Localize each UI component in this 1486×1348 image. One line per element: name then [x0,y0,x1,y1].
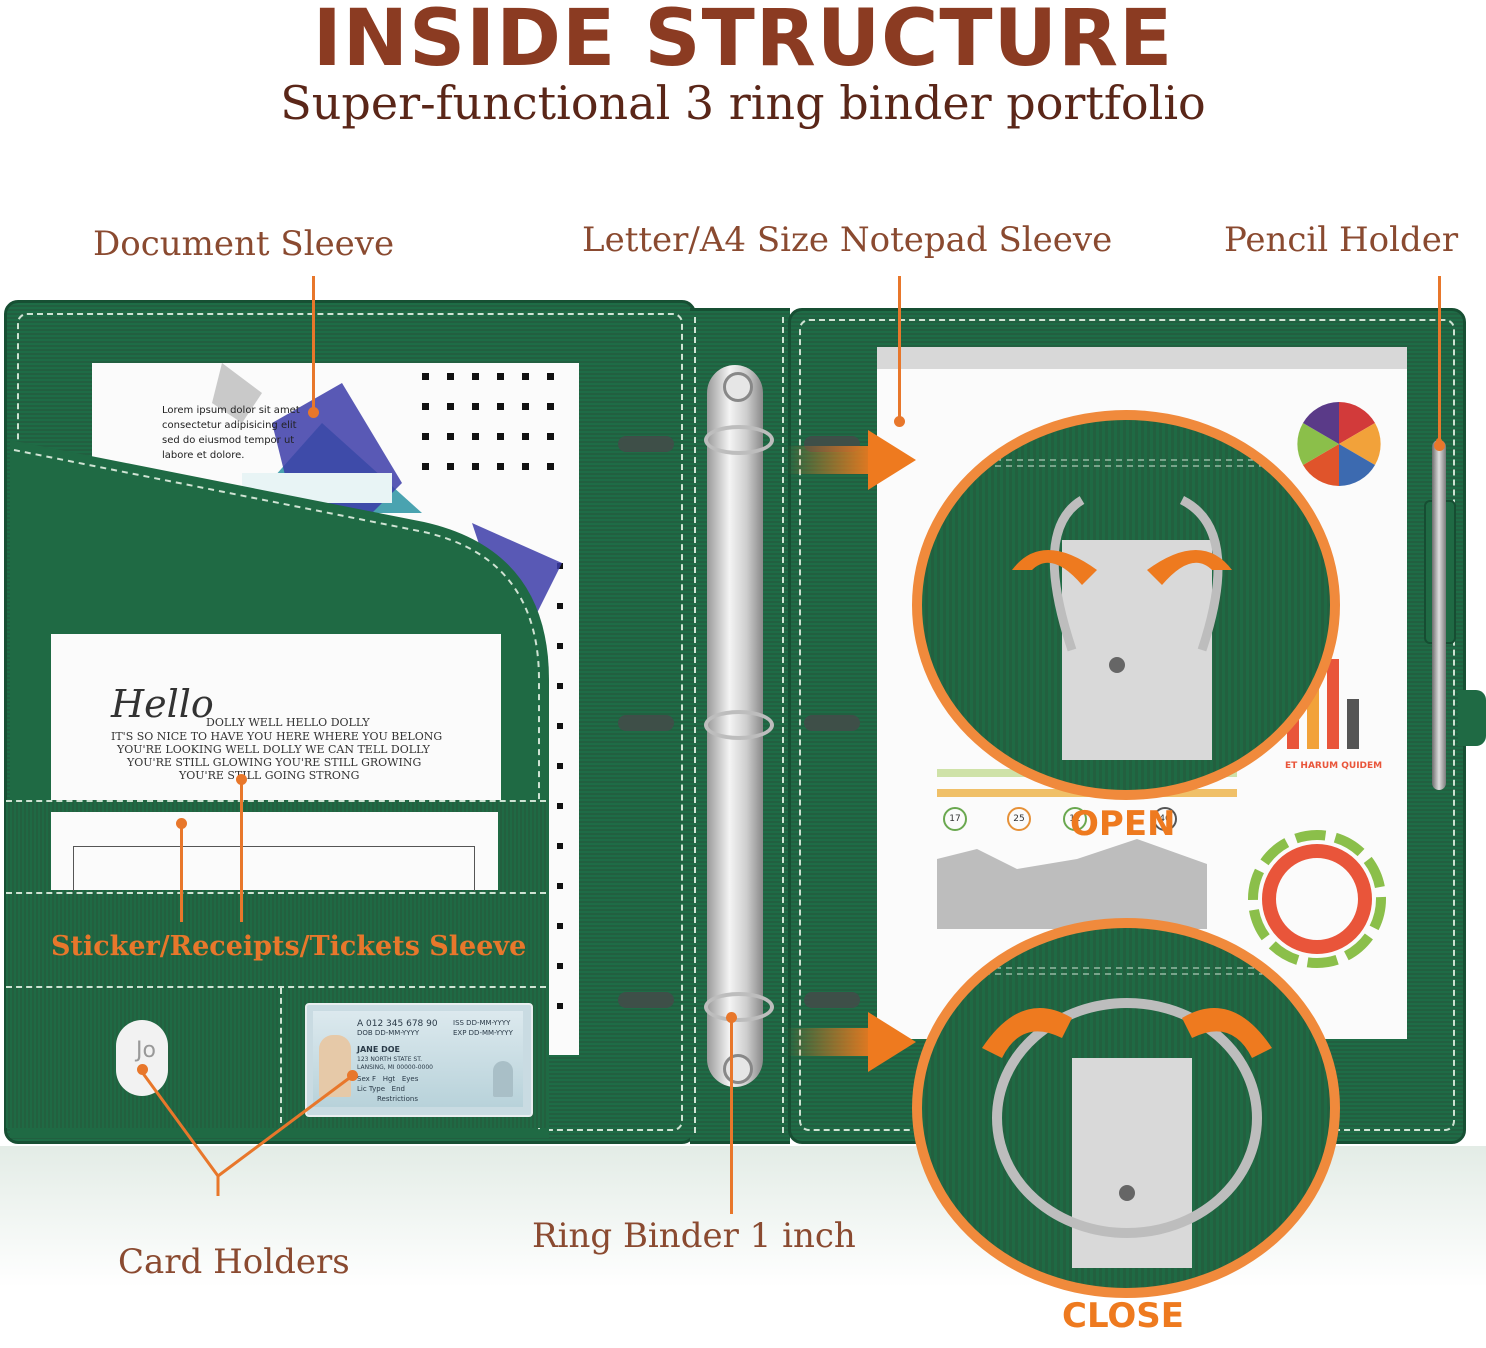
leader-pencil-holder [1438,276,1441,442]
leader-notepad-sleeve [898,276,901,418]
greeting-card: Hello DOLLY WELL HELLO DOLLY IT'S SO NIC… [51,634,501,814]
card-holder-divider [280,988,282,1123]
dot-pencil-holder [1434,440,1445,451]
label-ring-binder: Ring Binder 1 inch [532,1216,856,1256]
open-state-label: OPEN [1070,804,1176,844]
greeting-line-4: YOU'RE STILL GLOWING YOU'RE STILL GROWIN… [127,756,422,769]
document-art [212,363,563,1009]
open-ring-zoom [912,410,1340,800]
greeting-script: Hello [111,682,214,726]
arrow-right-open-icon [868,430,916,490]
leader-ring-binder [730,1018,733,1214]
receipt-sheet [51,812,498,891]
rivet-top [723,372,753,402]
slot-right-bottom [804,992,860,1008]
name-tag-text: Jo [136,1038,156,1063]
id-number: A 012 345 678 90 [357,1019,438,1029]
arrow-right-close-icon [868,1012,916,1072]
id-address-1: 123 NORTH STATE ST. [357,1056,423,1063]
open-ring-illustration [961,459,1293,760]
arrow-shaft-open [786,446,876,474]
close-ring-zoom [912,918,1340,1298]
label-document-sleeve: Document Sleeve [93,224,395,264]
slot-right-middle [804,715,860,731]
close-ring-illustration [961,967,1293,1268]
dot-sticker-sleeve-2 [236,774,247,785]
id-fields: Sex F Hgt Eyes [357,1075,419,1083]
id-restrictions: Restrictions [377,1095,418,1103]
dot-card-holders-2 [347,1070,358,1081]
name-tag: Jo [116,1020,168,1096]
clasp-tab [1458,690,1486,746]
leader-card-holders [140,1071,353,1196]
id-photo [319,1035,351,1097]
notepad-bubble-1: 17 [943,807,967,831]
page-title: INSIDE STRUCTURE [312,0,1174,84]
greeting-line-1: DOLLY WELL HELLO DOLLY [206,716,370,729]
label-notepad-sleeve: Letter/A4 Size Notepad Sleeve [582,220,1113,260]
sticker-pocket [6,892,546,989]
label-sticker-sleeve: Sticker/Receipts/Tickets Sleeve [51,931,527,962]
slot-left-top [618,436,674,452]
id-card: A 012 345 678 90 ISS DD-MM-YYYY DOB DD-M… [313,1011,523,1107]
slot-left-bottom [618,992,674,1008]
dot-sticker-sleeve-1 [176,818,187,829]
greeting-line-2: IT'S SO NICE TO HAVE YOU HERE WHERE YOU … [111,730,443,743]
notepad-bubble-3: 12 [1063,807,1087,831]
receipt-form-box [73,846,475,891]
id-address-2: LANSING, MI 00000-0000 [357,1064,433,1071]
notepad-bubble-4: 46 [1153,807,1177,831]
spine-stitch-right [782,317,784,1133]
ring-bottom [704,992,774,1022]
dot-card-holders-1 [137,1064,148,1075]
document-lorem-text: Lorem ipsum dolor sit amet consectetur a… [162,405,300,461]
label-card-holders: Card Holders [118,1242,350,1282]
notepad-chart-caption: ET HARUM QUIDEM [1285,761,1383,771]
ring-top [704,425,774,455]
id-license: Lic Type End [357,1085,405,1093]
id-iss: ISS DD-MM-YYYY [453,1019,511,1027]
leader-sticker-sleeve-1 [180,826,183,922]
id-ghost-photo [493,1061,513,1097]
leader-document-sleeve [312,276,315,410]
greeting-line-5: YOU'RE STILL GOING STRONG [179,769,360,782]
spine-stitch-left [694,317,696,1133]
arrow-shaft-close [786,1028,876,1056]
id-dob: DOB DD-MM-YYYY [357,1029,420,1037]
greeting-line-3: YOU'RE LOOKING WELL DOLLY WE CAN TELL DO… [117,743,430,756]
id-exp: EXP DD-MM-YYYY [453,1029,513,1037]
rivet-bottom [723,1054,753,1084]
id-name: JANE DOE [357,1045,401,1054]
label-pencil-holder: Pencil Holder [1224,220,1459,260]
leader-sticker-sleeve-2 [240,780,243,922]
dot-notepad-sleeve [894,416,905,427]
pencil-icon [1432,440,1446,790]
dot-document-sleeve [308,407,319,418]
notepad-bubble-2: 25 [1007,807,1031,831]
id-card-window: A 012 345 678 90 ISS DD-MM-YYYY DOB DD-M… [305,1003,533,1117]
dot-ring-binder [726,1012,737,1023]
ring-middle [704,710,774,740]
close-state-label: CLOSE [1062,1296,1185,1336]
page-subtitle: Super-functional 3 ring binder portfolio [280,76,1206,130]
slot-left-middle [618,715,674,731]
